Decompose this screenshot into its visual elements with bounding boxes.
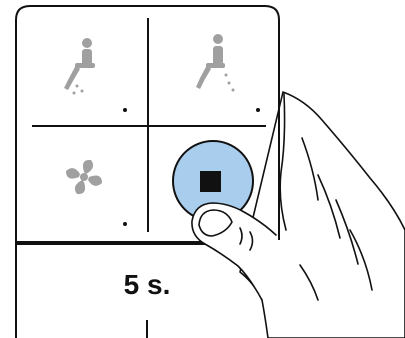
front-wash-button[interactable] <box>149 18 266 125</box>
front-wash-icon <box>196 34 235 92</box>
hand-illustration <box>191 91 405 338</box>
stop-icon <box>200 171 221 192</box>
device-outline <box>15 5 280 338</box>
rear-wash-icon <box>64 38 95 95</box>
rear-wash-indicator <box>123 108 127 112</box>
countdown-label: 5 s. <box>123 269 171 300</box>
rear-wash-button[interactable] <box>32 18 147 125</box>
front-wash-indicator <box>256 108 260 112</box>
fan-icon <box>66 159 102 195</box>
dryer-button[interactable] <box>32 127 147 232</box>
dryer-indicator <box>123 222 127 226</box>
